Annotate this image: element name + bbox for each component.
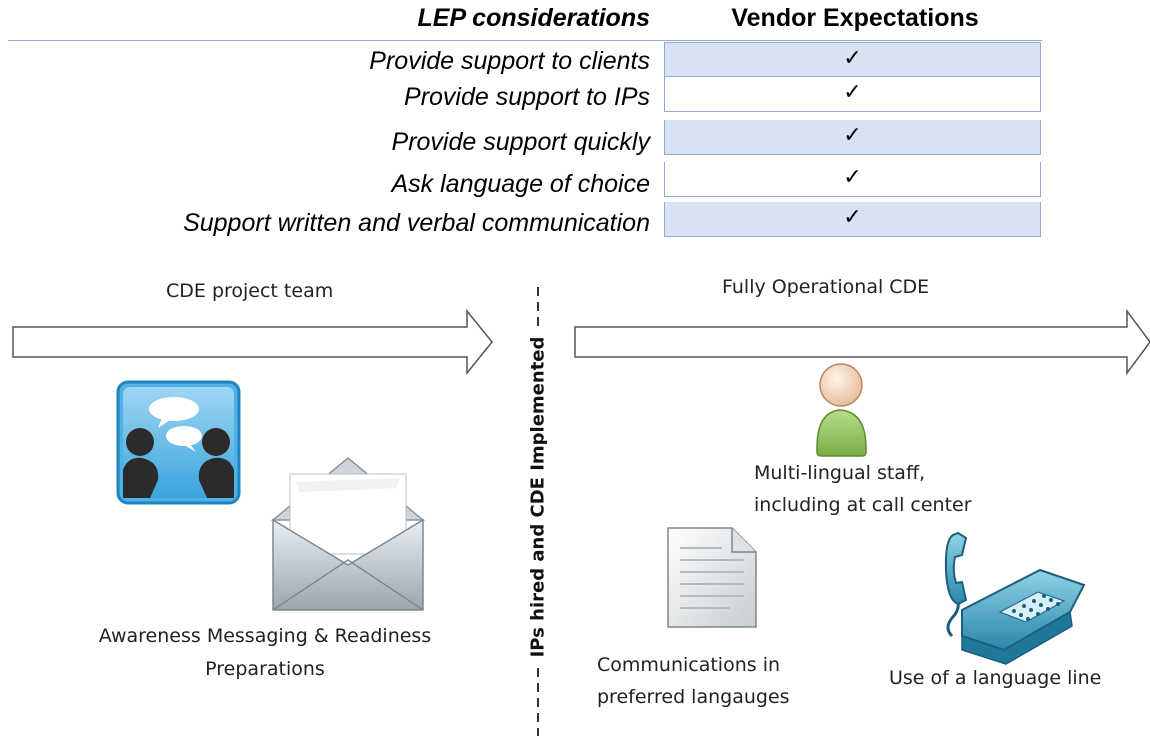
left-timeline-arrow <box>12 308 493 376</box>
row-check-language: ✓ <box>664 162 1041 197</box>
header-rule <box>8 40 1042 41</box>
milestone-divider-label: IPs hired and CDE Implemented <box>527 336 549 658</box>
comms-label-line1: Communications in <box>597 654 781 676</box>
row-label-quickly: Provide support quickly <box>391 128 650 156</box>
person-icon <box>816 363 867 457</box>
telephone-icon <box>944 531 1086 665</box>
row-label-written-verbal: Support written and verbal communication <box>183 209 650 237</box>
row-label-ips: Provide support to IPs <box>404 83 650 111</box>
conversation-icon <box>116 380 241 505</box>
awareness-label-line2: Preparations <box>205 658 325 680</box>
row-check-written-verbal: ✓ <box>664 202 1041 237</box>
row-label-language: Ask language of choice <box>391 170 650 198</box>
row-label-clients: Provide support to clients <box>369 47 650 75</box>
vendor-expectations-header: Vendor Expectations <box>731 4 979 32</box>
envelope-icon <box>270 457 426 611</box>
comms-label-line2: preferred langauges <box>597 686 790 708</box>
right-timeline-arrow <box>574 308 1150 376</box>
staff-label-line1: Multi-lingual staff, <box>754 462 926 484</box>
left-arrow-label: CDE project team <box>166 280 334 302</box>
awareness-label-line1: Awareness Messaging & Readiness <box>98 625 432 647</box>
row-check-clients: ✓ <box>664 42 1041 77</box>
staff-label-line2: including at call center <box>754 494 972 516</box>
phone-label: Use of a language line <box>889 667 1102 689</box>
row-check-ips: ✓ <box>664 77 1041 112</box>
right-arrow-label: Fully Operational CDE <box>722 276 930 298</box>
row-check-quickly: ✓ <box>664 120 1041 155</box>
lep-considerations-header: LEP considerations <box>417 4 650 32</box>
document-icon <box>667 527 757 628</box>
